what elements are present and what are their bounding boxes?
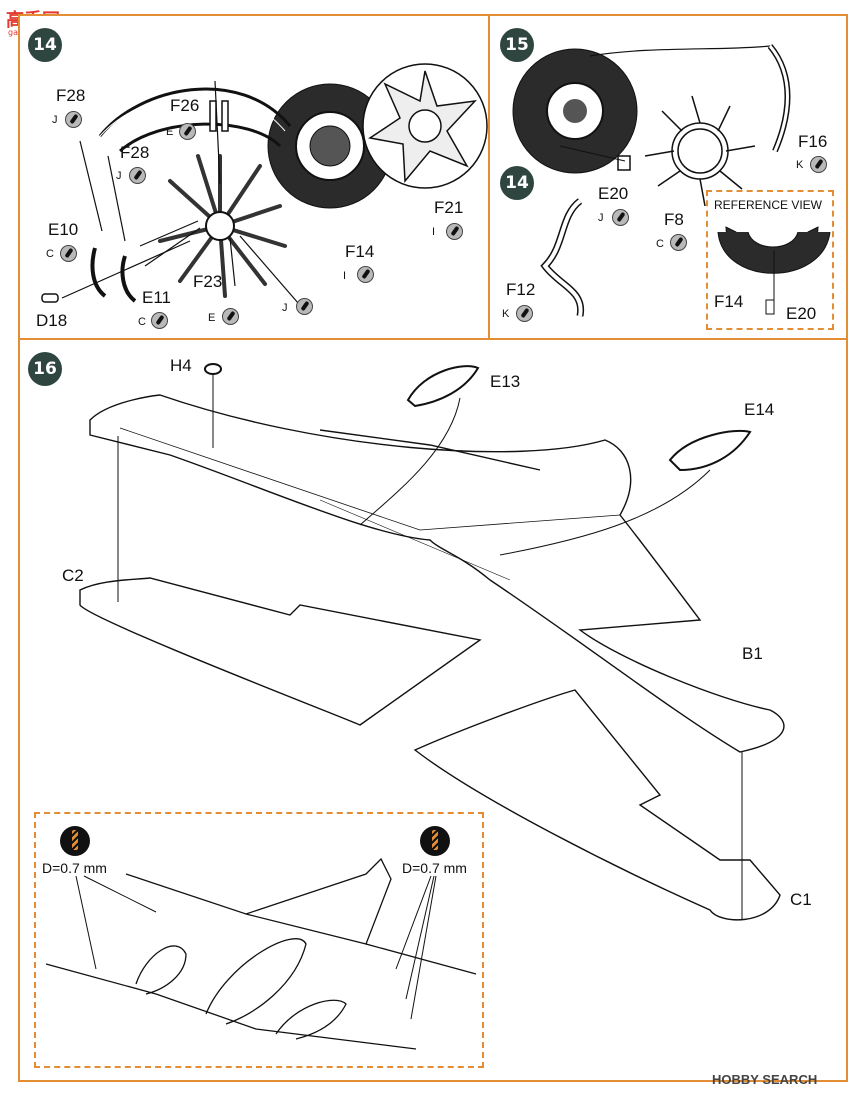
paint-J-only-icon	[296, 298, 313, 315]
drill-right-icon	[420, 826, 450, 856]
label-F12: F12	[506, 280, 536, 299]
paint-E11-icon	[151, 312, 168, 329]
engine-rear-row	[267, 83, 393, 209]
footer-brand: HOBBY SEARCH	[712, 1072, 817, 1087]
label-E11: E11	[142, 288, 171, 307]
reference-view-box: REFERENCE VIEW F14 E20	[706, 190, 834, 330]
reference-view-title: REFERENCE VIEW	[714, 198, 823, 212]
label-C2: C2	[62, 566, 84, 585]
step-14-inset-badge: 14	[500, 166, 534, 200]
drill-right-size: D=0.7 mm	[402, 860, 467, 876]
paint-F28-top-icon	[65, 111, 82, 128]
step-16-panel: 16 H4 E13 E14 C2	[18, 338, 848, 1082]
footer-brand-text: HOBBY SEARCH	[712, 1072, 818, 1087]
step-16-badge: 16	[28, 352, 62, 386]
label-H4: H4	[170, 356, 192, 375]
drill-detail-drawing	[45, 857, 477, 1050]
engine-assembly-drawing	[41, 63, 488, 312]
label-E14: E14	[744, 400, 775, 419]
step-15-badge: 15	[500, 28, 534, 62]
sprue-F8: C	[656, 238, 664, 250]
label-F16: F16	[798, 132, 828, 151]
lower-wing-C1	[413, 689, 781, 921]
sprue-F12: K	[502, 308, 510, 320]
paint-F21-icon	[446, 223, 463, 240]
label-C1: C1	[790, 890, 812, 909]
sprue-E10: C	[46, 248, 54, 260]
sprue-J-only: J	[282, 302, 288, 314]
cowling-assembly-drawing	[512, 44, 791, 317]
drill-left-icon	[60, 826, 90, 856]
label-E20: E20	[598, 184, 629, 203]
sprue-F21: I	[432, 226, 436, 238]
paint-F16-icon	[810, 156, 827, 173]
sprue-F28-mid: J	[116, 170, 122, 182]
upper-wing	[89, 394, 785, 753]
step-14-panel: 14	[18, 14, 490, 340]
reference-label-F14: F14	[714, 292, 744, 311]
sprue-E11: C	[138, 316, 146, 328]
sprue-F26: E	[166, 126, 174, 138]
label-B1: B1	[742, 644, 763, 663]
sprue-F28-top: J	[52, 114, 58, 126]
label-F28-top: F28	[56, 86, 86, 105]
label-F26: F26	[170, 96, 200, 115]
reference-view-drawing	[717, 226, 831, 315]
label-F28-mid: F28	[120, 143, 150, 162]
sprue-F14: I	[343, 270, 347, 282]
lower-wing-C2	[79, 577, 482, 726]
engine-crankcase-outline	[362, 63, 488, 189]
paint-F26-icon	[179, 123, 196, 140]
paint-F12-icon	[516, 305, 533, 322]
label-F21: F21	[434, 198, 464, 217]
step-14-badge: 14	[28, 28, 62, 62]
label-F14: F14	[345, 242, 375, 261]
label-F23: F23	[193, 272, 223, 291]
label-E13: E13	[490, 372, 521, 391]
label-D18: D18	[36, 311, 68, 330]
paint-F14-icon	[357, 266, 374, 283]
sprue-F16: K	[796, 159, 804, 171]
drill-left-size: D=0.7 mm	[42, 860, 107, 876]
paint-F8-icon	[670, 234, 687, 251]
paint-F23-icon	[222, 308, 239, 325]
drill-detail-box: D=0.7 mm D=0.7 mm	[34, 812, 484, 1068]
label-F8: F8	[664, 210, 684, 229]
sprue-E20: J	[598, 212, 604, 224]
step-15-panel: 15 14 F16 K E20 J F8 C F12 K RE	[488, 14, 848, 340]
paint-E20-icon	[612, 209, 629, 226]
label-E10: E10	[48, 220, 79, 239]
paint-E10-icon	[60, 245, 77, 262]
paint-F28-mid-icon	[129, 167, 146, 184]
sprue-F23: E	[208, 312, 216, 324]
reference-label-E20: E20	[786, 304, 817, 323]
wing-assembly-drawing	[79, 363, 785, 921]
